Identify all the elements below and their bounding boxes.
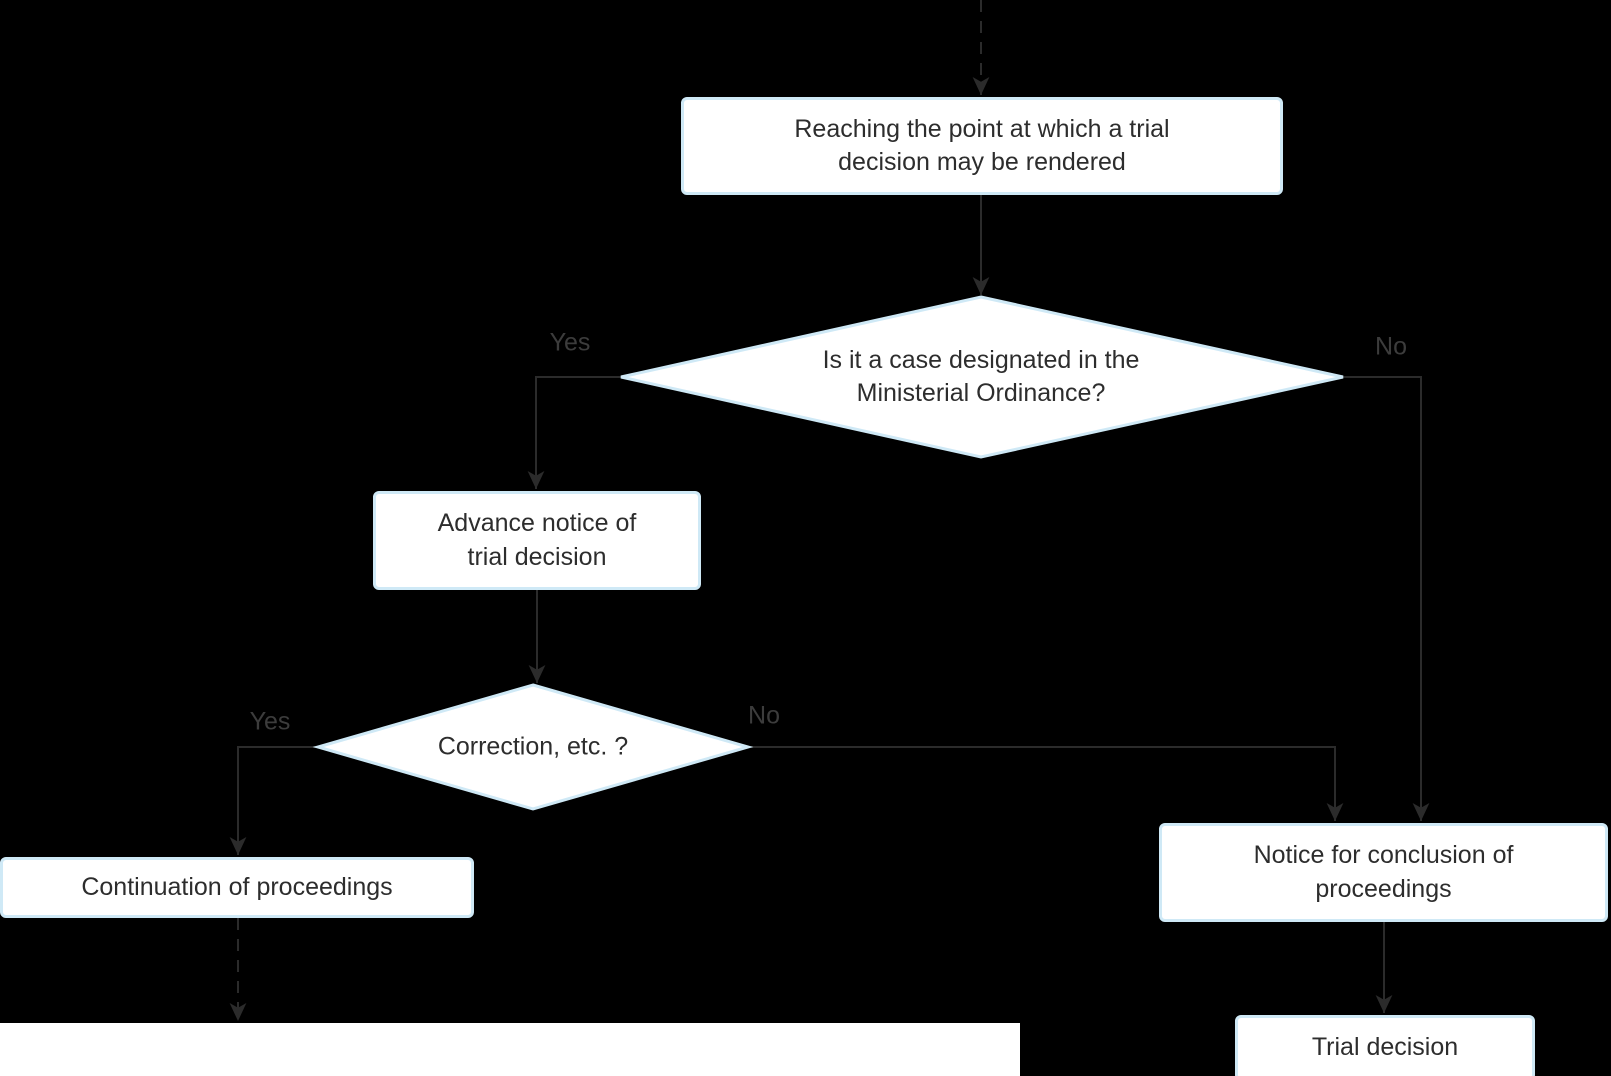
decision-diamond-correction [312, 683, 754, 811]
node-continuation: Continuation of proceedings [0, 857, 474, 918]
node-notice-conclusion: Notice for conclusion of proceedings [1159, 823, 1608, 922]
edge-label-ministerial-no: No [1375, 332, 1407, 361]
decision-ministerial-label: Is it a case designated in the Ministeri… [822, 345, 1140, 407]
bottom-white-area [0, 1023, 1020, 1076]
node-trial-decision: Trial decision [1235, 1015, 1535, 1076]
decision-diamond-ministerial [620, 295, 1344, 459]
node-start: Reaching the point at which a trial deci… [681, 97, 1283, 195]
connector-correction-yes [229, 746, 318, 855]
connector-ministerial-yes [527, 376, 621, 489]
node-advance-notice: Advance notice of trial decision [373, 491, 701, 590]
edge-label-correction-yes: Yes [249, 707, 291, 736]
node-continuation-label: Continuation of proceedings [81, 872, 393, 901]
node-trial-decision-label: Trial decision [1311, 1033, 1459, 1062]
edge-label-ministerial-yes: Yes [549, 328, 591, 357]
connector-correction-no [748, 746, 1344, 821]
edge-label-correction-no: No [748, 701, 780, 730]
node-advance-notice-label: Advance notice of trial decision [437, 509, 637, 571]
connector-ministerial-no [1343, 376, 1430, 821]
node-start-label: Reaching the point at which a trial deci… [794, 114, 1170, 176]
node-notice-conclusion-label: Notice for conclusion of proceedings [1253, 841, 1514, 903]
decision-correction-label: Correction, etc. ? [437, 732, 629, 761]
